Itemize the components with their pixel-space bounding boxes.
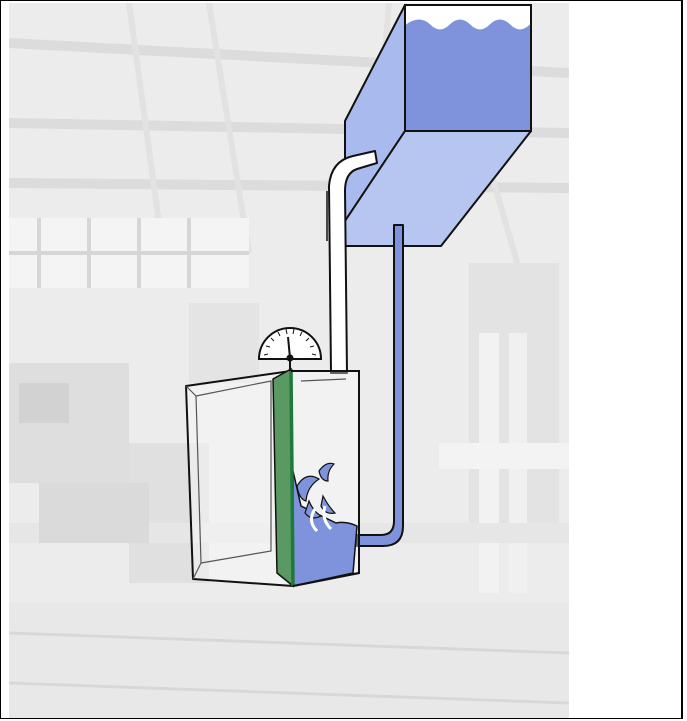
pressure-gauge (259, 328, 321, 371)
supply-pipe (357, 225, 403, 546)
divided-tank (186, 369, 359, 586)
elevated-reservoir (345, 5, 531, 246)
